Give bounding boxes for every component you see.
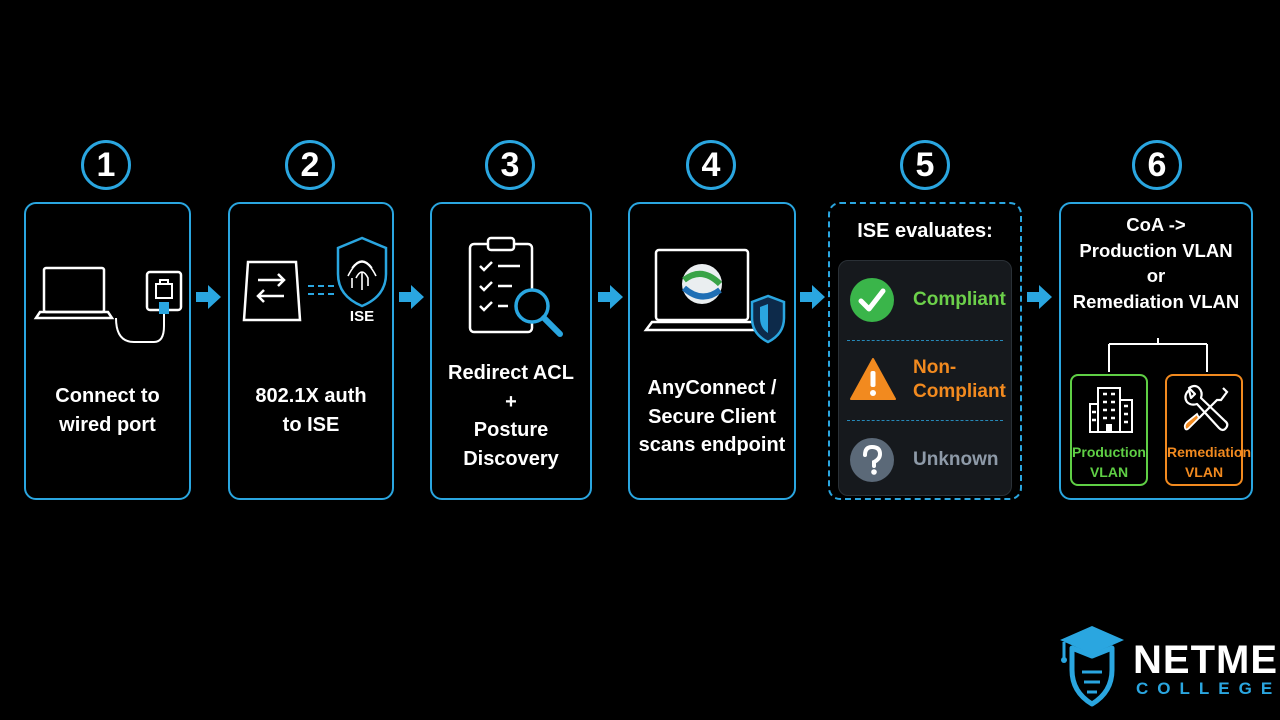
remediation-vlan-line-1: Remediation [1167,444,1252,460]
eval-title: ISE evaluates: [857,220,993,242]
remediation-vlan-line-2: VLAN [1184,464,1224,480]
production-vlan-box: Production VLAN [1070,374,1148,486]
flow-arrow-2 [399,285,424,309]
step-3-line-4: Discovery [463,447,559,470]
step-6-line-1: CoA -> [1126,214,1186,235]
flow-arrow-4 [800,285,825,309]
laptop-ethernet-icon [33,266,183,343]
status-non-compliant: Non- Compliant [839,341,1011,419]
step-card-1: Connect to wired port [24,202,191,500]
status-non-compliant-line-1: Non- [913,357,957,378]
step-6-line-2: Production VLAN [1079,239,1233,261]
logo-subtitle: COLLEGE [1136,679,1280,698]
remediation-vlan-box: Remediation VLAN [1165,374,1252,486]
checkmark-circle-icon [850,278,894,322]
step-1-line-1: Connect to [55,385,160,407]
step-number-6: 6 [1132,140,1182,190]
step-3-line-2: + [505,390,517,413]
step-6-line-3: or [1146,265,1166,286]
production-vlan-line-1: Production [1072,444,1146,460]
switch-fingerprint-shield-icon: ISE [242,236,388,325]
step-number-5: 5 [900,140,950,190]
status-compliant: Compliant [839,261,1011,339]
status-unknown-label: Unknown [913,449,999,470]
clipboard-magnifier-icon [468,236,563,337]
step-3-line-3: Posture [473,419,549,441]
flow-arrow-1 [196,285,221,309]
step-3-line-1: Redirect ACL [448,362,574,384]
step-number-3: 3 [485,140,535,190]
step-card-4: AnyConnect / Secure Client scans endpoin… [628,202,796,500]
step-2-line-1: 802.1X auth [255,385,367,407]
step-card-2: ISE 802.1X auth to ISE [228,202,394,500]
flow-arrow-5 [1027,285,1052,309]
step-card-6: CoA -> Production VLAN or Remediation VL… [1059,202,1253,500]
step-6-line-4: Remediation VLAN [1072,290,1240,312]
status-non-compliant-line-2: Compliant [913,381,1006,402]
graduation-cap-shield-icon [1060,626,1124,707]
step-4-line-3: scans endpoint [638,434,786,456]
logo-name: NETME [1133,638,1278,682]
step-number-4: 4 [686,140,736,190]
vlan-branch-connector [1108,338,1208,372]
step-2-line-2: to ISE [282,413,340,436]
step-card-3: Redirect ACL + Posture Discovery [430,202,592,500]
status-divider [847,340,1003,341]
step-4-line-2: Secure Client [648,405,776,428]
laptop-anyconnect-shield-icon [643,248,786,344]
status-divider [847,420,1003,421]
step-4-line-1: AnyConnect / [647,377,777,399]
step-card-5: ISE evaluates: Compliant Non- Compliant [828,202,1022,500]
flow-arrow-3 [598,285,623,309]
wrench-screwdriver-icon [1183,384,1229,432]
step-number-1: 1 [81,140,131,190]
warning-triangle-icon [850,358,896,400]
step-number-2: 2 [285,140,335,190]
building-icon [1089,387,1133,433]
eval-status-panel: Compliant Non- Compliant Unknown [838,260,1012,496]
question-circle-icon [850,438,894,482]
status-compliant-label: Compliant [913,289,1006,310]
shield-label: ISE [350,308,374,325]
status-unknown: Unknown [839,421,1011,499]
production-vlan-line-2: VLAN [1089,464,1129,480]
step-1-line-2: wired port [59,413,156,436]
